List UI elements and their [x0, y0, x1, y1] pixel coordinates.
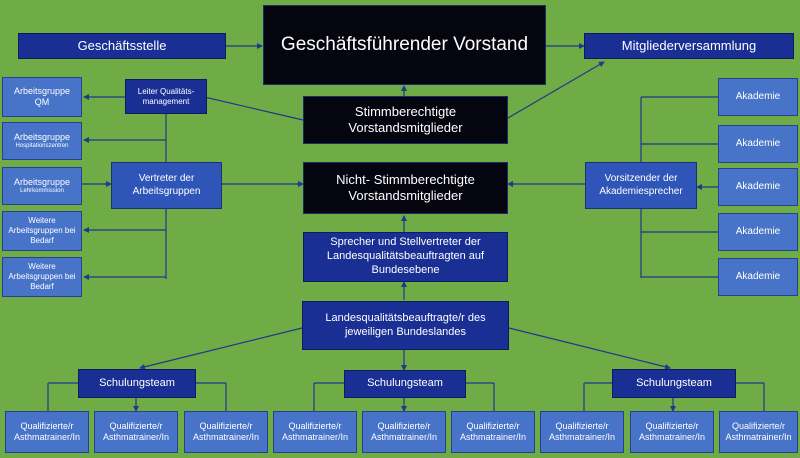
box-schulungsteam-3: Schulungsteam	[612, 369, 736, 398]
trainer-label: Qualifizierte/r Asthmatrainer/In	[459, 420, 527, 442]
box-trainer-3: Qualifizierte/r Asthmatrainer/In	[184, 411, 268, 453]
box-landesqualitaetsbeauftragte: Landesqualitätsbeauftragte/r des jeweili…	[302, 301, 509, 350]
box-leiter-qualitaetsmanagement: Leiter Qualitäts-management	[125, 79, 207, 114]
trainer-label: Qualifizierte/r Asthmatrainer/In	[192, 420, 260, 442]
box-stimmberechtigte-vorstandsmitglieder: Stimmberechtigte Vorstandsmitglieder	[303, 96, 508, 144]
stimmberechtigte-label: Stimmberechtigte Vorstandsmitglieder	[348, 103, 463, 135]
trainer-label: Qualifizierte/r Asthmatrainer/In	[725, 420, 792, 442]
box-nicht-stimmberechtigte-vorstandsmitglieder: Nicht- Stimmberechtigte Vorstandsmitglie…	[303, 162, 508, 214]
trainer-label: Qualifizierte/r Asthmatrainer/In	[548, 420, 616, 442]
box-akademie-3: Akademie	[718, 168, 798, 206]
box-akademie-2: Akademie	[718, 125, 798, 163]
box-akademie-1: Akademie	[718, 78, 798, 116]
box-trainer-4: Qualifizierte/r Asthmatrainer/In	[273, 411, 357, 453]
box-arbeitsgruppe-qm: Arbeitsgruppe QM	[2, 77, 82, 117]
trainer-label: Qualifizierte/r Asthmatrainer/In	[370, 420, 438, 442]
trainer-label: Qualifizierte/r Asthmatrainer/In	[638, 420, 706, 442]
box-arbeitsgruppe-hospitationszentren: Arbeitsgruppe Hospitationszentren	[2, 122, 82, 160]
akademie-label: Akademie	[735, 180, 781, 192]
box-akademie-5: Akademie	[718, 258, 798, 296]
weitere-1-label: Weitere Arbeitsgruppen bei Bedarf	[8, 216, 76, 245]
akademie-label: Akademie	[735, 225, 781, 237]
box-geschaeftsfuehrender-vorstand: Geschäftsführender Vorstand	[263, 5, 546, 85]
ag-lehr-sub: Lehrkommission	[20, 187, 64, 194]
box-vorsitzender-akademiesprecher: Vorsitzender der Akademiesprecher	[585, 162, 697, 209]
akademie-label: Akademie	[735, 90, 781, 102]
vertreter-label: Vertreter der Arbeitsgruppen	[132, 173, 201, 197]
schulungsteam-label: Schulungsteam	[99, 376, 175, 389]
box-weitere-arbeitsgruppen-1: Weitere Arbeitsgruppen bei Bedarf	[2, 211, 82, 251]
box-schulungsteam-2: Schulungsteam	[344, 370, 466, 398]
schulungsteam-label: Schulungsteam	[636, 376, 712, 389]
box-vertreter-arbeitsgruppen: Vertreter der Arbeitsgruppen	[111, 162, 222, 209]
box-trainer-8: Qualifizierte/r Asthmatrainer/In	[630, 411, 714, 453]
nicht-stimmberechtigte-label: Nicht- Stimmberechtigte Vorstandsmitglie…	[336, 171, 475, 203]
box-sprecher-stellvertreter: Sprecher und Stellvertreter der Landesqu…	[303, 232, 508, 282]
ag-hosp-sub: Hospitationszentren	[15, 142, 69, 149]
ag-hosp-title: Arbeitsgruppe	[13, 131, 71, 142]
trainer-label: Qualifizierte/r Asthmatrainer/In	[281, 420, 349, 442]
box-trainer-5: Qualifizierte/r Asthmatrainer/In	[362, 411, 446, 453]
box-trainer-6: Qualifizierte/r Asthmatrainer/In	[451, 411, 535, 453]
leiter-qm-label: Leiter Qualitäts-management	[137, 86, 195, 106]
box-trainer-7: Qualifizierte/r Asthmatrainer/In	[540, 411, 624, 453]
box-trainer-9: Qualifizierte/r Asthmatrainer/In	[719, 411, 798, 453]
vorsitzender-label: Vorsitzender der Akademiesprecher	[599, 173, 683, 197]
trainer-label: Qualifizierte/r Asthmatrainer/In	[102, 420, 170, 442]
box-mitgliederversammlung: Mitgliederversammlung	[584, 33, 794, 59]
schulungsteam-label: Schulungsteam	[367, 377, 443, 390]
box-trainer-2: Qualifizierte/r Asthmatrainer/In	[94, 411, 178, 453]
box-schulungsteam-1: Schulungsteam	[78, 369, 196, 398]
box-geschaeftsstelle: Geschäftsstelle	[18, 33, 226, 59]
mitgliederversammlung-label: Mitgliederversammlung	[621, 37, 757, 53]
ag-lehr-title: Arbeitsgruppe	[13, 176, 71, 187]
landesqb-label: Landesqualitätsbeauftragte/r des jeweili…	[325, 311, 486, 338]
box-arbeitsgruppe-lehrkommission: Arbeitsgruppe Lehrkommission	[2, 167, 82, 205]
ag-qm-label: Arbeitsgruppe QM	[13, 85, 71, 107]
box-akademie-4: Akademie	[718, 213, 798, 251]
akademie-label: Akademie	[735, 270, 781, 282]
akademie-label: Akademie	[735, 137, 781, 149]
box-trainer-1: Qualifizierte/r Asthmatrainer/In	[5, 411, 89, 453]
trainer-label: Qualifizierte/r Asthmatrainer/In	[13, 420, 81, 442]
box-weitere-arbeitsgruppen-2: Weitere Arbeitsgruppen bei Bedarf	[2, 257, 82, 297]
vorstand-label: Geschäftsführender Vorstand	[280, 34, 529, 56]
geschaeftsstelle-label: Geschäftsstelle	[77, 37, 167, 53]
sprecher-label: Sprecher und Stellvertreter der Landesqu…	[326, 236, 485, 276]
weitere-2-label: Weitere Arbeitsgruppen bei Bedarf	[8, 262, 76, 291]
